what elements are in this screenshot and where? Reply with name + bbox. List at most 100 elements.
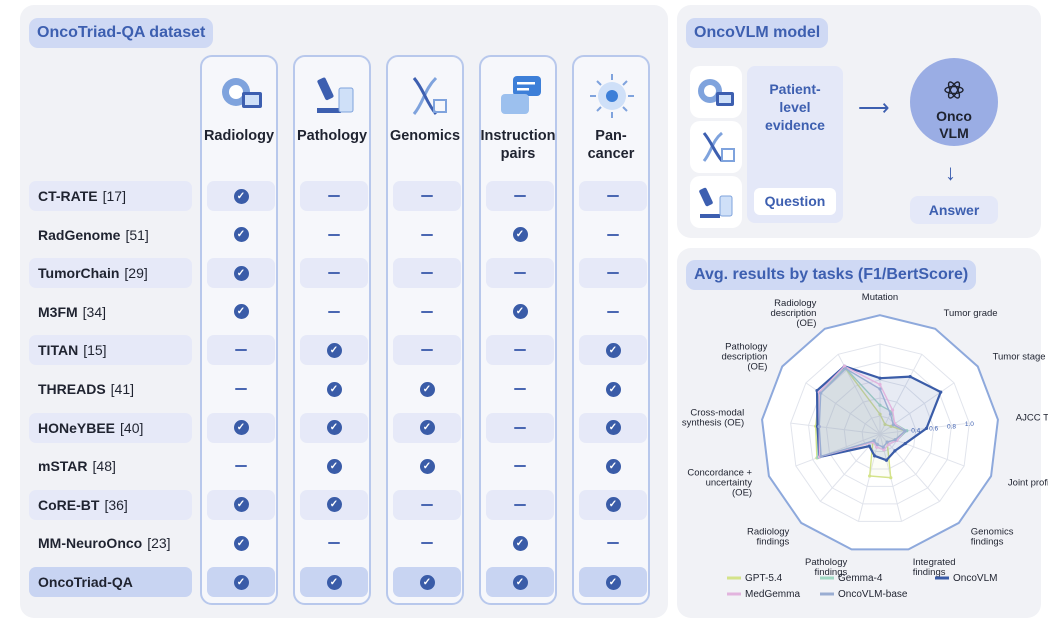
- dash-cell: [486, 258, 554, 289]
- dataset-ref: [23]: [147, 535, 171, 552]
- check-icon: ✓: [605, 458, 621, 474]
- dash-cell: [393, 335, 461, 366]
- microscope-icon: [307, 70, 359, 122]
- dash-icon: [235, 388, 247, 390]
- dash-icon: [328, 310, 340, 313]
- dash-icon: [514, 349, 526, 352]
- dash-icon: [421, 542, 433, 545]
- vlm-label: Onco VLM: [936, 108, 972, 141]
- check-cell: ✓: [300, 451, 368, 481]
- dataset-name: OncoTriad-QA: [38, 574, 133, 590]
- dash-icon: [607, 310, 619, 313]
- check-icon: ✓: [419, 381, 435, 397]
- column-header: Genomics: [376, 127, 474, 145]
- radiology-scanner-icon: [214, 70, 266, 122]
- dash-icon: [235, 465, 247, 468]
- dataset-name: MM-NeuroOnco: [38, 535, 143, 552]
- check-icon: ✓: [326, 381, 342, 397]
- dataset-name: THREADS: [38, 381, 106, 397]
- check-icon: ✓: [233, 265, 249, 281]
- dataset-row-name: TumorChain[29]: [38, 258, 148, 288]
- dataset-row-name: CoRE-BT[36]: [38, 490, 128, 520]
- answer-box: Answer: [910, 196, 998, 224]
- check-cell: ✓: [486, 297, 554, 327]
- check-icon: ✓: [233, 574, 249, 590]
- dash-icon: [514, 503, 526, 506]
- check-icon: ✓: [512, 227, 528, 243]
- check-cell: ✓: [579, 451, 647, 481]
- model-title: OncoVLM model: [686, 18, 829, 48]
- results-title: Avg. results by tasks (F1/BertScore): [686, 260, 977, 290]
- dataset-name: RadGenome: [38, 226, 121, 243]
- check-icon: ✓: [233, 497, 249, 513]
- check-cell: ✓: [207, 220, 275, 250]
- check-icon: ✓: [605, 381, 621, 397]
- question-box: Question: [754, 188, 836, 215]
- dash-cell: [579, 297, 647, 327]
- dataset-row-name: mSTAR[48]: [38, 451, 116, 481]
- dataset-ref: [48]: [92, 458, 116, 475]
- dash-icon: [328, 542, 340, 545]
- dataset-name: M3FM: [38, 303, 78, 320]
- check-cell: ✓: [207, 297, 275, 327]
- dataset-ref: [34]: [82, 303, 107, 320]
- check-cell: ✓: [486, 567, 554, 597]
- row-background: [29, 567, 192, 597]
- dataset-name: TITAN: [38, 342, 79, 359]
- atom-icon: [944, 81, 964, 99]
- dataset-name: HONeYBEE: [38, 419, 116, 436]
- dash-cell: [207, 374, 275, 404]
- dash-icon: [607, 272, 619, 275]
- dataset-name: CoRE-BT: [38, 496, 100, 513]
- check-icon: ✓: [233, 304, 249, 320]
- dash-icon: [514, 465, 526, 468]
- dash-cell: [393, 297, 461, 327]
- check-cell: ✓: [393, 412, 461, 443]
- input-pathology: [690, 176, 742, 228]
- dash-cell: [393, 258, 461, 289]
- check-cell: ✓: [579, 335, 647, 366]
- column-header: Radiology: [190, 127, 288, 145]
- check-icon: ✓: [605, 342, 621, 358]
- column-header-line: cancer: [587, 146, 635, 162]
- check-icon: ✓: [326, 458, 342, 474]
- dash-cell: [579, 220, 647, 250]
- dash-cell: [486, 335, 554, 366]
- dash-icon: [421, 233, 433, 236]
- check-icon: ✓: [233, 535, 249, 551]
- check-icon: ✓: [512, 304, 528, 320]
- row-background: [29, 489, 192, 520]
- check-icon: ✓: [233, 188, 249, 204]
- chat-bubbles-icon: [493, 70, 545, 122]
- check-cell: ✓: [393, 374, 461, 404]
- dataset-name: mSTAR: [38, 458, 88, 475]
- cancer-cell-icon: [586, 70, 638, 122]
- dataset-row-name: M3FM[34]: [38, 297, 106, 327]
- dna-icon: [702, 131, 735, 162]
- check-icon: ✓: [326, 342, 342, 358]
- dataset-row-name: RadGenome[51]: [38, 220, 149, 250]
- vlm-circle: [910, 58, 998, 146]
- column-header-line: Pan-: [595, 128, 627, 144]
- radiology-scanner-icon: [698, 79, 734, 106]
- dash-icon: [514, 388, 526, 390]
- dash-icon: [607, 195, 619, 197]
- dash-cell: [393, 528, 461, 558]
- dataset-ref: [17]: [102, 188, 126, 204]
- check-cell: ✓: [579, 489, 647, 520]
- dash-cell: [486, 489, 554, 520]
- dash-icon: [421, 195, 433, 197]
- dataset-ref: [41]: [110, 381, 135, 397]
- dash-cell: [393, 220, 461, 250]
- dash-icon: [514, 426, 526, 429]
- dash-cell: [579, 528, 647, 558]
- dash-icon: [328, 272, 340, 275]
- dataset-ref: [15]: [83, 342, 107, 359]
- dash-icon: [421, 272, 433, 275]
- dash-icon: [607, 542, 619, 545]
- row-background: [29, 412, 192, 443]
- dash-cell: [207, 335, 275, 366]
- check-cell: ✓: [207, 412, 275, 443]
- check-icon: ✓: [233, 227, 249, 243]
- evidence-label: Patient- level evidence: [765, 81, 825, 133]
